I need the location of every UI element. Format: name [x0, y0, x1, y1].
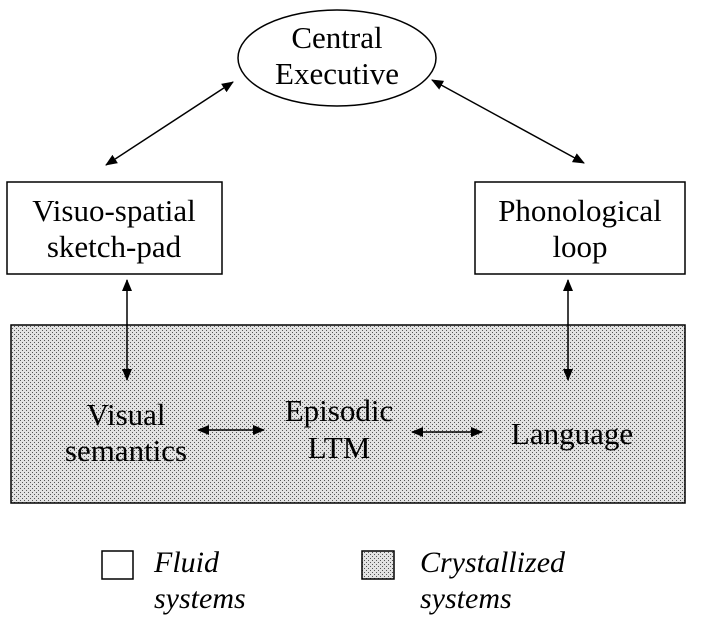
visual-semantics-line1: Visual	[86, 397, 165, 432]
legend-fluid-line1: Fluid	[153, 546, 220, 579]
visuo-spatial-sketch-pad-box	[6, 181, 223, 275]
episodic-ltm-line2: LTM	[308, 430, 371, 465]
phonological-loop-box	[474, 181, 686, 275]
legend-crystallized-line2: systems	[420, 582, 512, 615]
phonological-line1: Phonological	[498, 193, 662, 228]
episodic-ltm-line1: Episodic	[285, 393, 394, 428]
legend-fluid-swatch	[101, 550, 134, 580]
visual-semantics-line2: semantics	[65, 433, 187, 468]
central-executive-line1: Central	[291, 20, 382, 55]
phonological-line2: loop	[552, 229, 607, 264]
central-executive-ellipse	[237, 9, 437, 107]
legend-crystallized-swatch	[361, 550, 395, 580]
language-label: Language	[511, 416, 633, 451]
visuo-spatial-line2: sketch-pad	[47, 229, 182, 264]
visuo-spatial-line1: Visuo-spatial	[32, 193, 195, 228]
legend-fluid-line2: systems	[154, 582, 246, 615]
arrow-executive-visuospatial	[105, 81, 234, 166]
central-executive-line2: Executive	[275, 56, 399, 91]
arrow-executive-phonological	[431, 79, 585, 164]
legend-crystallized-line1: Crystallized	[420, 546, 566, 579]
